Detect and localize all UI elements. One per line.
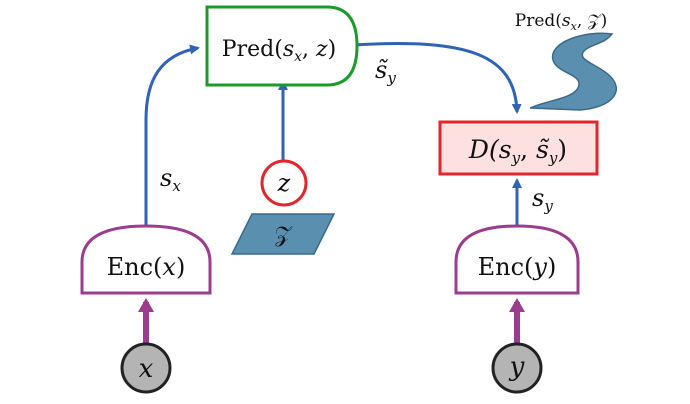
predictor-node: Pred(sx, z) bbox=[205, 5, 359, 87]
encoder-x-suffix: ) bbox=[176, 253, 185, 281]
input-x-label: x bbox=[139, 354, 154, 384]
encoder-y-suffix: ) bbox=[547, 253, 556, 281]
pred-set-label: Pred(sx, 𝒵) bbox=[515, 11, 607, 33]
predictor-label-suffix: ) bbox=[328, 37, 337, 62]
energy-arg-stilde: s̃ bbox=[536, 135, 550, 164]
input-x-node: x bbox=[120, 342, 172, 394]
svg-text:Pred(sx, z): Pred(sx, z) bbox=[222, 37, 336, 65]
encoder-y-node: Enc(y) bbox=[454, 224, 580, 295]
encoder-x-prefix: Enc( bbox=[107, 253, 163, 281]
pred-set-s-shape bbox=[529, 32, 617, 111]
arrow-pred-to-energy bbox=[352, 42, 522, 114]
predictor-arg-s-sub: x bbox=[294, 49, 302, 65]
latent-set-label: 𝒵 bbox=[275, 223, 293, 248]
svg-text:D(sy, s̃y): D(sy, s̃y) bbox=[468, 135, 567, 167]
predictor-label-sep: , bbox=[302, 37, 316, 62]
svg-text:Enc(y): Enc(y) bbox=[478, 253, 557, 281]
latent-z-label: z bbox=[277, 169, 291, 197]
encoder-x-node: Enc(x) bbox=[80, 224, 212, 295]
latent-set-z: 𝒵 bbox=[230, 213, 336, 255]
svg-text:Enc(x): Enc(x) bbox=[107, 253, 186, 281]
input-y-node: y bbox=[491, 342, 543, 394]
energy-label-d: D( bbox=[468, 135, 500, 164]
edge-label-sy: sy bbox=[532, 184, 553, 215]
predictor-label-prefix: Pred( bbox=[222, 37, 283, 62]
latent-z-node: z bbox=[260, 159, 308, 207]
encoder-x-arg: x bbox=[162, 253, 176, 281]
predictor-arg-s: s bbox=[283, 37, 294, 62]
arrow-sx-to-pred bbox=[144, 44, 200, 225]
energy-label-sep: , bbox=[520, 135, 536, 164]
input-y-label: y bbox=[509, 352, 525, 382]
energy-arg-stilde-sub: y bbox=[548, 149, 558, 167]
energy-arg-s-sub: y bbox=[511, 149, 521, 167]
energy-label-suffix: ) bbox=[557, 135, 567, 164]
edge-label-sy-tilde: s̃y bbox=[375, 56, 396, 87]
energy-node: D(sy, s̃y) bbox=[438, 120, 599, 176]
encoder-y-prefix: Enc( bbox=[478, 253, 534, 281]
edge-label-sx: sx bbox=[160, 164, 181, 195]
encoder-y-arg: y bbox=[532, 253, 547, 281]
energy-arg-s: s bbox=[499, 135, 512, 164]
predictor-arg-z: z bbox=[315, 37, 328, 62]
